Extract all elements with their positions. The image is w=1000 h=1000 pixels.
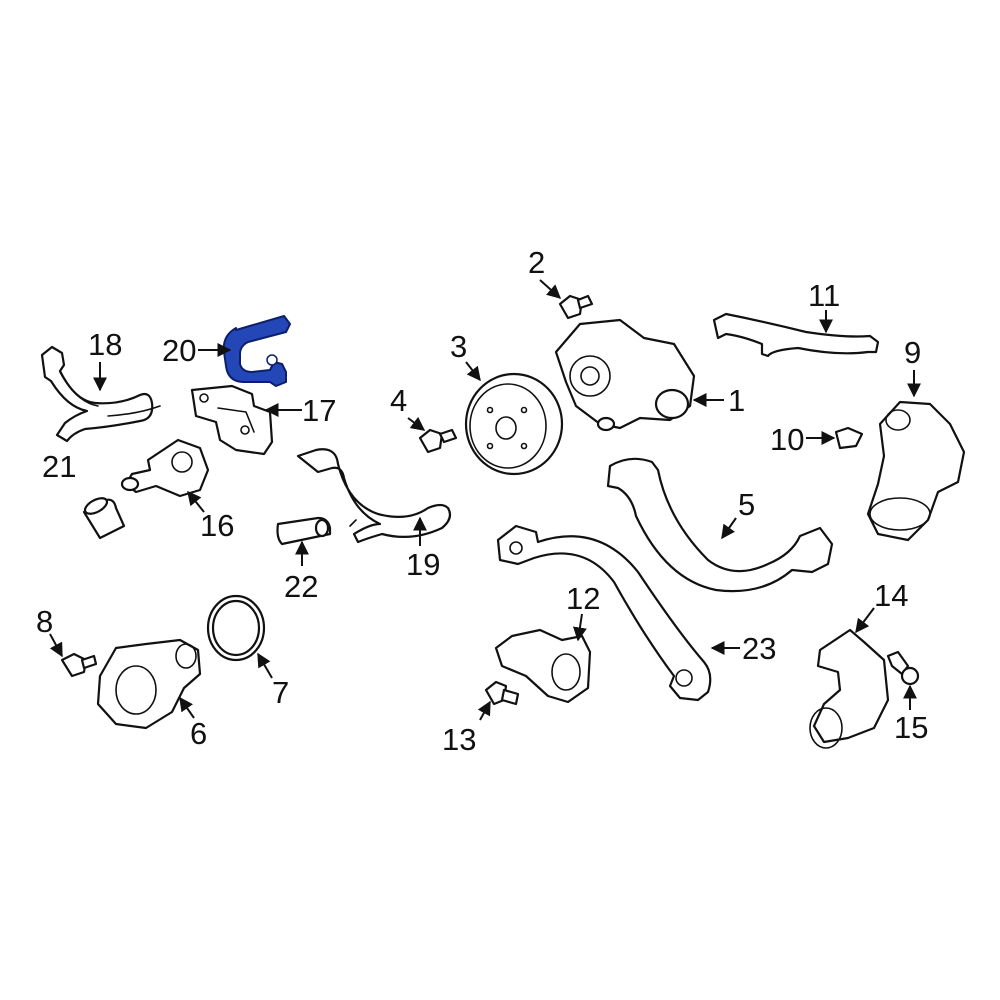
callout-11: 11: [808, 278, 840, 313]
part-11-coolant-line[interactable]: [712, 312, 880, 358]
callout-2: 2: [528, 245, 545, 280]
part-18-coolant-hose[interactable]: [40, 345, 161, 443]
part-22-connector[interactable]: [276, 516, 332, 546]
part-13-bolt[interactable]: [484, 680, 520, 706]
callout-14: 14: [874, 578, 908, 613]
callout-23: 23: [742, 631, 776, 666]
callout-15: 15: [894, 710, 928, 745]
part-8-bolt[interactable]: [60, 652, 98, 678]
part-23-coolant-pipe[interactable]: [496, 524, 712, 702]
callout-22: 22: [284, 569, 318, 604]
callout-1: 1: [728, 383, 745, 418]
callout-20: 20: [162, 333, 196, 368]
part-17-bracket[interactable]: [190, 384, 274, 456]
part-9-thermostat-housing[interactable]: [866, 400, 966, 542]
part-3-pulley[interactable]: [464, 372, 564, 476]
callout-21: 21: [42, 449, 76, 484]
part-19-coolant-pipe[interactable]: [296, 448, 452, 544]
callout-18: 18: [88, 327, 122, 362]
part-1-water-pump[interactable]: [554, 318, 696, 432]
callout-17: 17: [302, 393, 336, 428]
callout-19: 19: [406, 547, 440, 582]
part-14-coolant-elbow[interactable]: [809, 628, 890, 749]
callout-5: 5: [738, 487, 755, 522]
callout-6: 6: [190, 716, 207, 751]
callout-8: 8: [36, 604, 53, 639]
callout-7: 7: [272, 675, 289, 710]
part-4-bolt[interactable]: [418, 428, 458, 454]
part-7-o-ring[interactable]: [206, 594, 266, 662]
part-2-bolt[interactable]: [558, 294, 594, 320]
part-10-bolt[interactable]: [834, 426, 864, 450]
part-16-auxiliary-pump[interactable]: [120, 438, 210, 498]
leader-lines: [49, 279, 921, 721]
callout-labels: 1 2 3 4 5 6 7 8 9 10 11 12 13 14 15 16 1…: [36, 245, 928, 757]
callout-16: 16: [200, 508, 234, 543]
part-21-sleeve[interactable]: [82, 495, 126, 540]
callout-13: 13: [442, 722, 476, 757]
part-5-coolant-pipe[interactable]: [606, 457, 834, 593]
callout-9: 9: [904, 335, 921, 370]
callout-10: 10: [770, 422, 804, 457]
callout-12: 12: [566, 581, 600, 616]
part-15-bolt[interactable]: [886, 650, 920, 686]
part-20-coolant-pipe-highlighted[interactable]: [222, 315, 291, 387]
part-6-thermostat[interactable]: [96, 638, 202, 730]
callout-3: 3: [450, 329, 467, 364]
callout-4: 4: [390, 383, 407, 418]
part-12-coolant-outlet[interactable]: [494, 628, 592, 704]
